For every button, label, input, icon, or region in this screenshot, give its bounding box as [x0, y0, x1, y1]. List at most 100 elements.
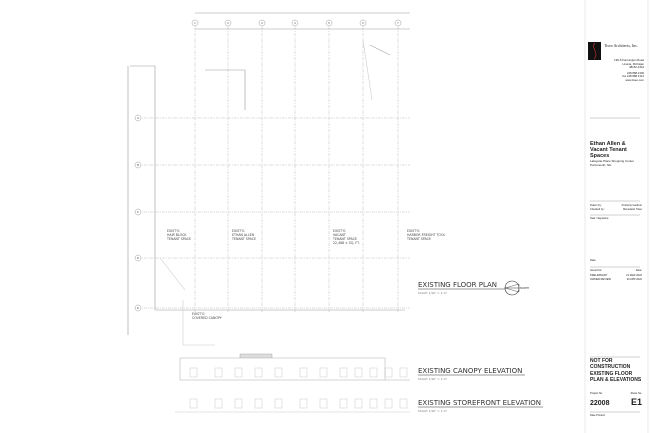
issue-row: PRELIMINARY 21 MAR 2022 [590, 274, 642, 279]
grid-bubble-label: B [137, 163, 139, 167]
grid-bubble-label: A [137, 116, 139, 120]
grid-bubble-label: C [137, 210, 140, 214]
location-line: Lafayette Place Shopping Center [590, 159, 635, 163]
project-no-label: Project No. [590, 392, 603, 395]
grid-bubble [394, 19, 402, 27]
floor-plan-walls [127, 39, 405, 346]
firm-phone: 248.888.1300 [626, 70, 644, 75]
grid-bubble-label: 7 [397, 21, 399, 25]
storefront-elevation [175, 367, 410, 413]
elevation-window [299, 398, 308, 409]
elevation-window [339, 398, 348, 409]
seal-label: Seal / Signature [590, 217, 609, 220]
sheet-title: EXISTING FLOOR PLAN & ELEVATIONS [590, 371, 642, 383]
numbers: 22008 E1 [590, 397, 642, 407]
elevation-window [299, 367, 308, 378]
address-line: 48152-1444 [629, 65, 644, 70]
grid-bubble [134, 254, 142, 262]
elevation-window [274, 398, 283, 409]
grid-bubble [134, 114, 142, 122]
canopy-elevation-title: EXISTING CANOPY ELEVATION [418, 367, 522, 375]
address-line: 199-S Farmington Road [614, 58, 644, 62]
firm-address: 199-S Farmington Road Livonia, Michigan … [602, 58, 644, 83]
elevation-window [354, 367, 363, 378]
date-printed-label: Date Printed: [590, 414, 606, 417]
grid-bubble-label: E [137, 306, 139, 310]
tenant-label: EXIST'G [333, 229, 346, 233]
floor-plan-title: EXISTING FLOOR PLAN [418, 281, 497, 289]
elevation-window [234, 398, 243, 409]
construction-status: NOT FOR CONSTRUCTION [590, 358, 631, 370]
grid-bubble-label: 4 [294, 21, 296, 25]
project-location: Lafayette Place Shopping Center Portsmou… [590, 159, 642, 167]
location-line: Portsmouth, NH [590, 162, 612, 167]
grid-bubble-label: D [137, 256, 140, 260]
north-label: NORTH [520, 286, 529, 290]
project-name: Ethan Allen & Vacant Tenant Spaces [590, 141, 627, 159]
grid-bubble-label: 5 [328, 21, 330, 25]
tenant-label: EXIST'G [167, 229, 180, 233]
elevation-window [384, 398, 393, 409]
elevation-window [214, 367, 223, 378]
firm-name: Tiseo Architects, Inc. [604, 43, 639, 48]
title-block-dividers [590, 117, 640, 413]
checked-by: Benedetto Tiseo [623, 207, 642, 211]
grid-bubble [258, 19, 266, 27]
elevation-window [384, 367, 393, 378]
drawing-titles: EXISTING FLOOR PLAN SCALE: 1/16" = 1'-0"… [418, 280, 543, 413]
elevation-window [354, 398, 363, 409]
grid-bubble [134, 208, 142, 216]
tenant-label: EXIST'G [232, 229, 245, 233]
issue-name: PRELIMINARY [590, 273, 608, 277]
issue-name: OWNER REVIEW [590, 278, 611, 281]
address-line: Livonia, Michigan [622, 61, 644, 66]
sheet-no-label: Sheet No. [630, 392, 642, 395]
canopy-elevation-scale: SCALE: 1/16" = 1'-0" [418, 377, 448, 381]
elevation-window [254, 367, 263, 378]
elevation-window [369, 367, 378, 378]
grid-bubble [134, 304, 142, 312]
firm-logo [588, 42, 601, 60]
canopy-label: EXIST'G [192, 312, 205, 316]
storefront-elevation-scale: SCALE: 1/16" = 1'-0" [418, 409, 448, 413]
firm-website[interactable]: www.tiseo.com [625, 77, 644, 82]
elevation-window [274, 367, 283, 378]
issued-for-label: Issued for: [590, 269, 603, 272]
grid-bubble [134, 161, 142, 169]
firm-fax: fax 248.888.1313 [622, 74, 644, 79]
number-labels: Project No. Sheet No. [590, 392, 642, 395]
elevation-window [234, 367, 243, 378]
drawn-checked: Drawn by:Kimberly Gardner Checked by:Ben… [590, 204, 642, 211]
grid-bubble [291, 19, 299, 27]
grid-bubble-label: 1 [194, 21, 196, 25]
grid-bubble [325, 19, 333, 27]
elevation-window [189, 398, 198, 409]
grid-bubble-label: 3 [261, 21, 263, 25]
issue-date: 21 MAR 2022 [626, 273, 642, 277]
storefront-elevation-title: EXISTING STOREFRONT ELEVATION [418, 399, 541, 407]
elevation-window [339, 367, 348, 378]
elevation-window [319, 398, 328, 409]
tenant-label: EXIST'G [407, 229, 420, 233]
issue-date-label: Date: [635, 269, 642, 272]
elevation-window [214, 398, 223, 409]
overall-dimension [195, 12, 410, 30]
elevation-window [399, 398, 408, 409]
grid-lines [138, 27, 410, 312]
floor-plan-scale: SCALE: 1/16" = 1'-0" [418, 291, 448, 295]
checked-by-label: Checked by: [590, 207, 605, 211]
grid-bubble [359, 19, 367, 27]
date-label: Date: [590, 259, 597, 262]
elevation-window [189, 367, 198, 378]
grid-bubble [224, 19, 232, 27]
